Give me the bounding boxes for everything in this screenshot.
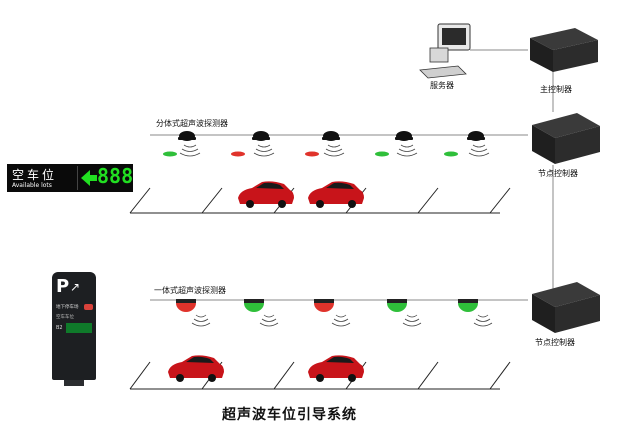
led-divider [77, 166, 78, 190]
node-controller-1-label: 节点控制器 [538, 169, 578, 178]
indicator-light [163, 151, 177, 157]
split-detector-head [395, 131, 413, 141]
kiosk-display [66, 323, 92, 333]
integrated-detector-head [176, 299, 196, 312]
ultrasonic-waves-row1 [179, 144, 490, 157]
server-label: 服务器 [430, 81, 454, 90]
led-available-count: 888 [97, 164, 134, 188]
row1-indicators [163, 151, 458, 157]
left-arrow-icon [81, 170, 97, 186]
integrated-detector-label: 一体式超声波探测器 [154, 286, 226, 295]
indicator-light [305, 151, 319, 157]
indicator-light [231, 151, 245, 157]
integrated-detector-head [244, 299, 264, 312]
indicator-light [444, 151, 458, 157]
kiosk-stand [64, 380, 84, 386]
indicator-light [375, 151, 389, 157]
split-detector-head [467, 131, 485, 141]
led-sign-text-en: Available lots [12, 182, 52, 189]
kiosk-line-1: 地下停车场 [56, 305, 79, 310]
integrated-detector-head [458, 299, 478, 312]
kiosk-arrow-icon: ↗ [70, 280, 81, 294]
guidance-kiosk: P ↗ 地下停车场 空车车位 B2 [52, 272, 96, 386]
server-computer-icon [419, 23, 471, 79]
split-detector-label: 分体式超声波探测器 [156, 119, 228, 128]
node-controller-2-label: 节点控制器 [535, 338, 575, 347]
ultrasonic-waves-row2 [191, 314, 493, 327]
kiosk-code: B2 [56, 325, 63, 331]
wiring [150, 49, 554, 301]
node-controller-2-icon [532, 282, 600, 333]
car-icon [168, 355, 224, 382]
split-detector-head [252, 131, 270, 141]
integrated-detector-head [387, 299, 407, 312]
split-detector-head [322, 131, 340, 141]
car-icon [308, 355, 364, 382]
diagram-title: 超声波车位引导系统 [222, 407, 357, 423]
car-icon [238, 181, 294, 208]
led-sign-text-cn: 空车位 [12, 168, 58, 182]
led-guidance-sign: 空车位 Available lots 888 [7, 164, 133, 192]
kiosk-line-2: 空车车位 [56, 315, 74, 320]
integrated-detector-head [314, 299, 334, 312]
kiosk-badge [84, 304, 93, 310]
car-icon [308, 181, 364, 208]
main-controller-icon [530, 28, 598, 72]
split-detector-head [178, 131, 196, 141]
integrated-detectors [176, 299, 478, 312]
split-detectors [178, 131, 485, 141]
main-controller-label: 主控制器 [540, 85, 572, 94]
parking-logo: P [56, 276, 70, 297]
node-controller-1-icon [532, 113, 600, 164]
